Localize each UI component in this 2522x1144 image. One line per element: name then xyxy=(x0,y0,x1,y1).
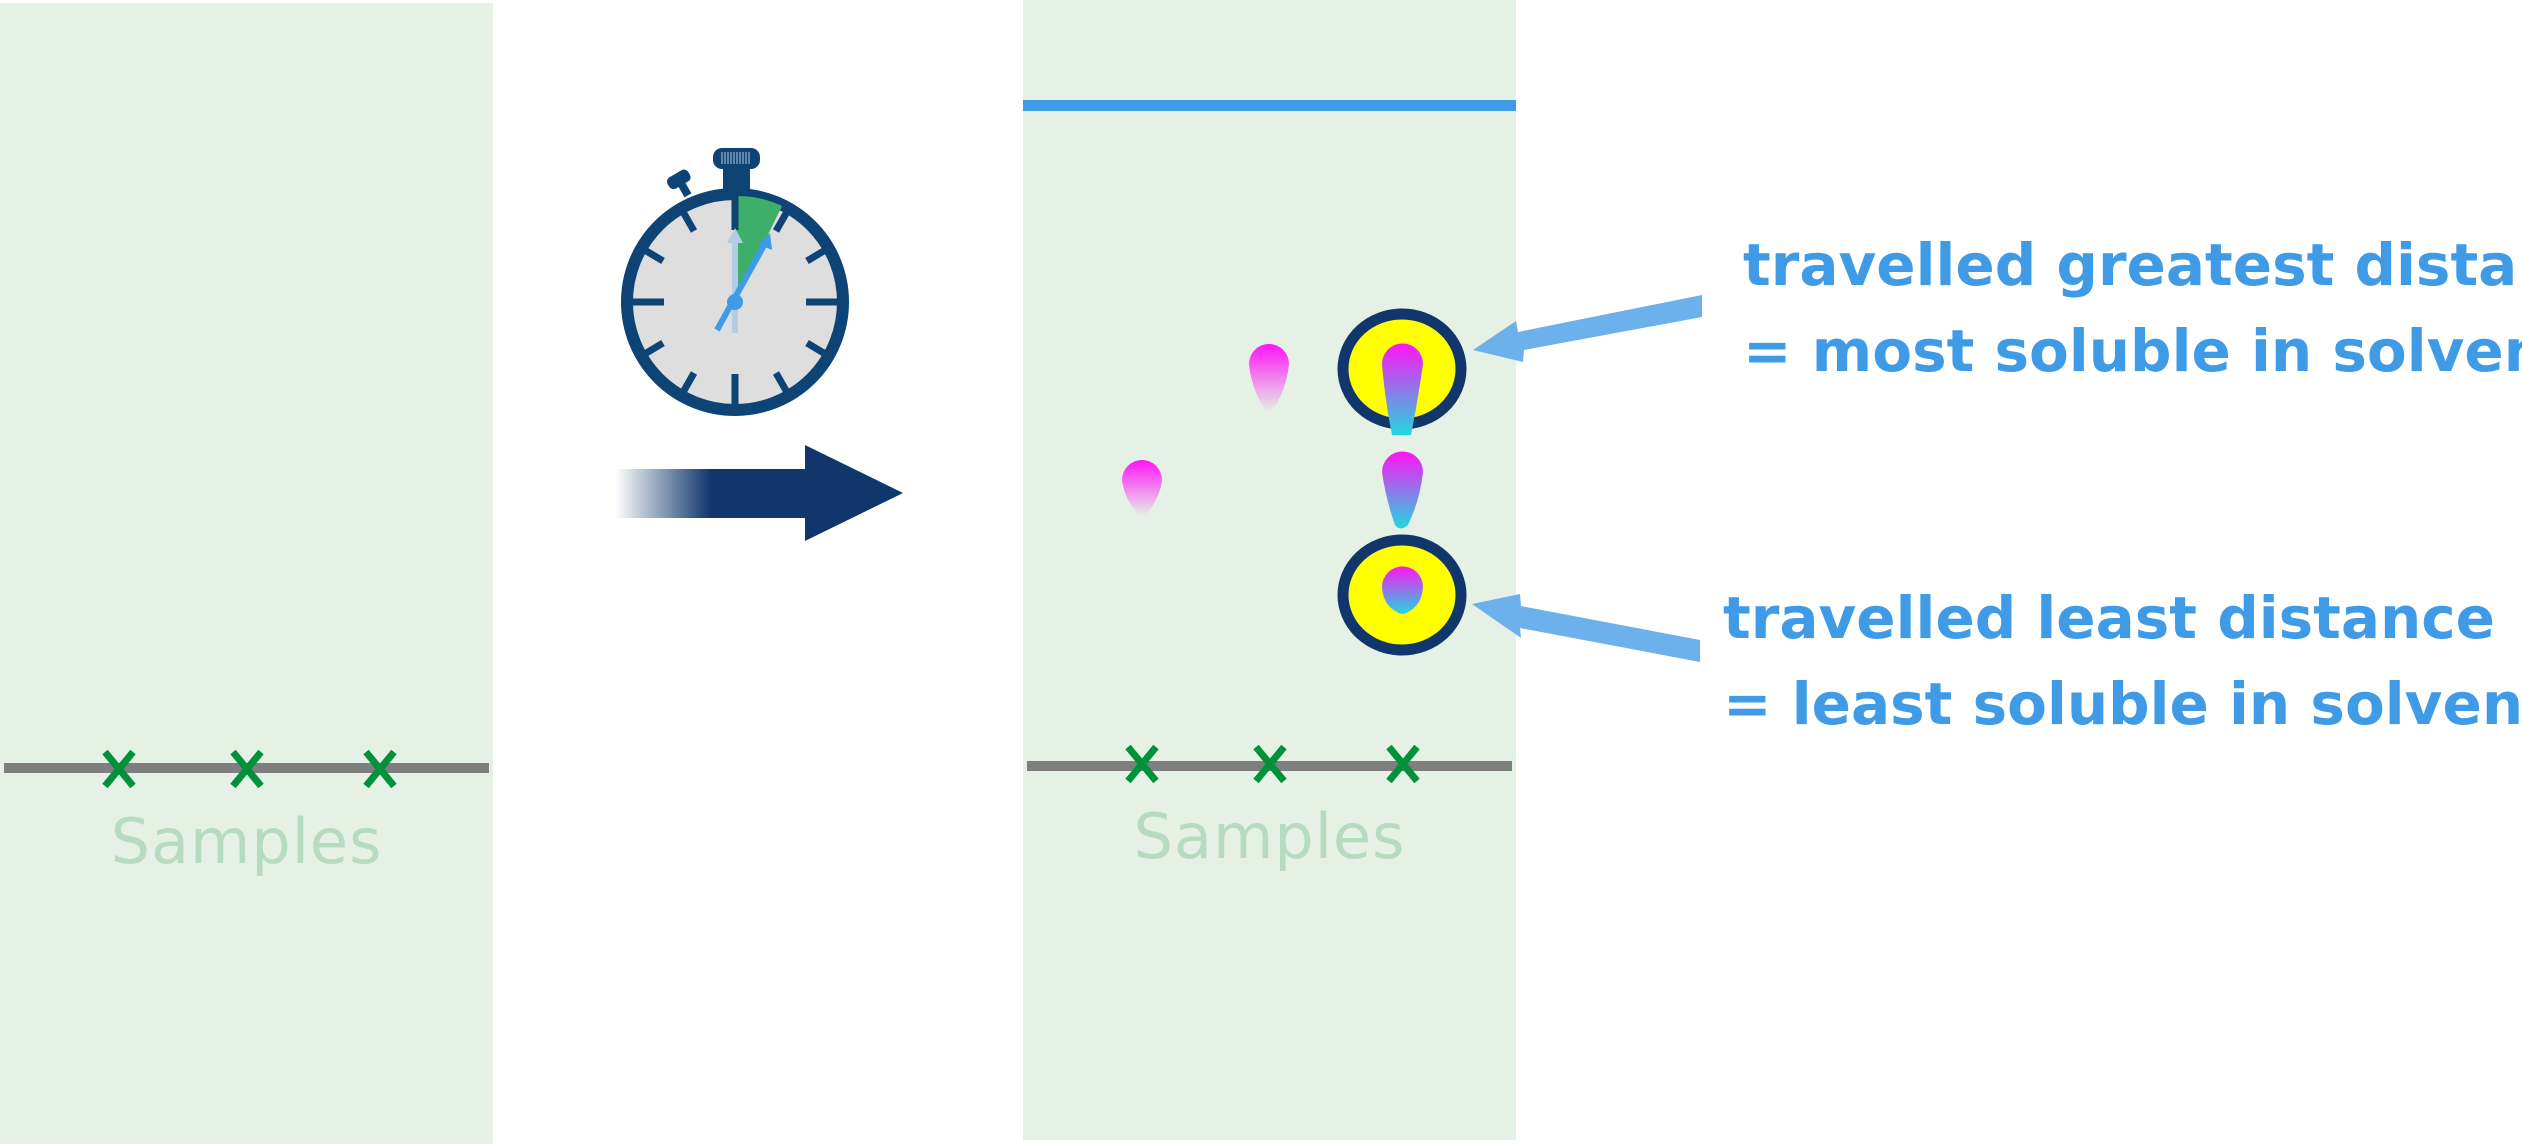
samples-label: Samples xyxy=(1133,800,1406,873)
sample-mark-1 xyxy=(102,750,136,788)
stopwatch-icon xyxy=(621,148,849,416)
annotation-greatest-line2: = most soluble in solvent xyxy=(1743,317,2522,385)
annotation-least: travelled least distance = least soluble… xyxy=(1723,575,2522,747)
chromatography-paper-before: Samples xyxy=(0,3,493,1144)
annotation-least-line2: = least soluble in solvent xyxy=(1723,670,2522,738)
spot-sample-2 xyxy=(1249,344,1289,412)
spot-sample-3-middle xyxy=(1382,451,1423,529)
spot-sample-3-lowest xyxy=(1382,566,1423,614)
annotation-greatest: travelled greatest distance = most solub… xyxy=(1743,222,2522,394)
sample-mark-2 xyxy=(230,750,264,788)
sample-mark-1 xyxy=(1125,745,1159,783)
annotation-greatest-line1: travelled greatest distance xyxy=(1743,231,2522,299)
spot-sample-3-upper xyxy=(1382,343,1423,435)
pointer-arrow-least xyxy=(1472,594,1700,662)
pointer-arrow-greatest xyxy=(1473,295,1702,362)
samples-label: Samples xyxy=(110,805,383,878)
sample-mark-3 xyxy=(363,750,397,788)
spot-sample-1 xyxy=(1122,460,1162,516)
right-arrow-icon xyxy=(615,445,903,541)
solvent-front-line xyxy=(1023,100,1516,111)
annotation-least-line1: travelled least distance xyxy=(1723,584,2496,652)
sample-mark-3 xyxy=(1386,745,1420,783)
sample-mark-2 xyxy=(1253,745,1287,783)
